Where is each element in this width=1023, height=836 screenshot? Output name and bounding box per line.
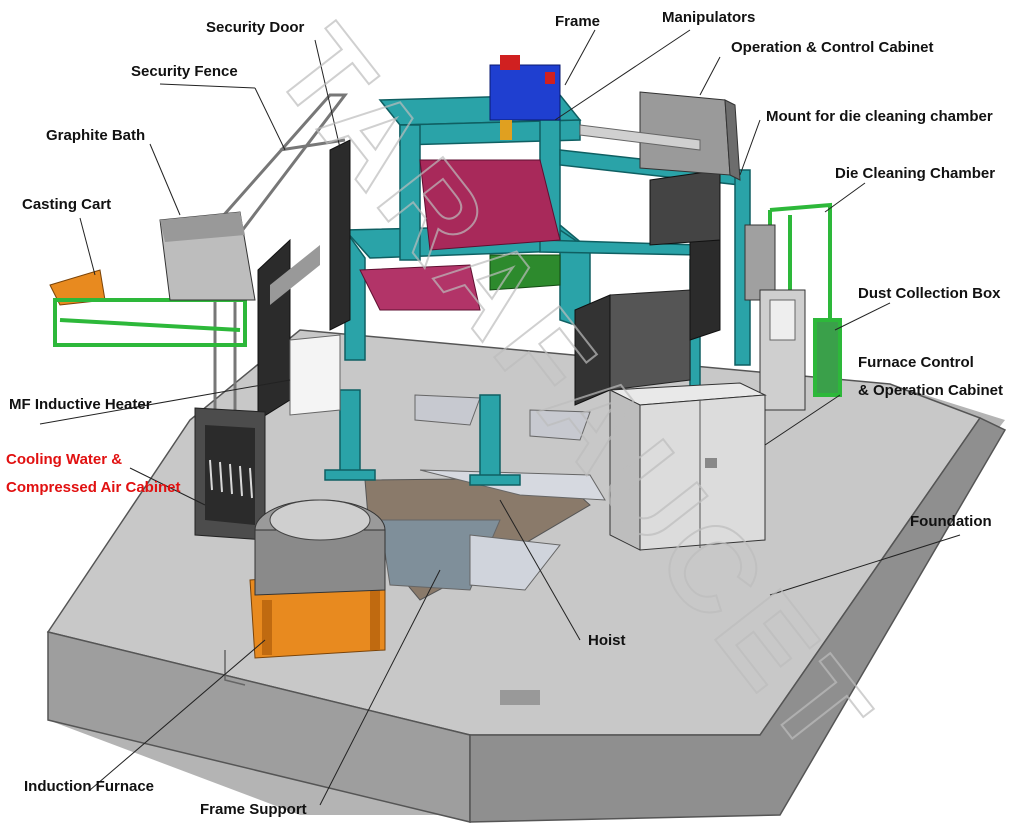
manipulators	[489, 55, 561, 140]
label-mount-die-cleaning: Mount for die cleaning chamber	[766, 108, 993, 125]
casting-cart	[49, 269, 247, 347]
label-graphite-bath: Graphite Bath	[46, 127, 146, 144]
label-induction-furnace: Induction Furnace	[24, 778, 155, 795]
label-furnace-control-line2: & Operation Cabinet	[858, 382, 1004, 399]
furnace-control-cabinet	[608, 382, 767, 551]
security-fence-right	[574, 169, 721, 406]
label-furnace-control-line1: Furnace Control	[858, 354, 974, 371]
label-mf-inductive-heater: MF Inductive Heater	[9, 396, 152, 413]
die-chamber-mount	[579, 124, 701, 151]
label-operation-control-cabinet: Operation & Control Cabinet	[731, 39, 934, 56]
security-door-panels	[257, 139, 351, 421]
graphite-bath	[159, 211, 256, 301]
label-manipulators: Manipulators	[662, 9, 756, 26]
label-cooling-water-line1: Cooling Water &	[6, 451, 123, 468]
label-frame-support: Frame Support	[200, 801, 307, 818]
label-casting-cart: Casting Cart	[22, 196, 112, 213]
dust-collection-box	[759, 289, 806, 411]
label-dust-collection-box: Dust Collection Box	[858, 285, 1001, 302]
induction-furnace	[249, 499, 386, 659]
label-cooling-water-line2: Compressed Air Cabinet	[6, 479, 181, 496]
label-frame: Frame	[555, 13, 601, 30]
cooling-water-cabinet	[194, 407, 266, 541]
label-security-fence: Security Fence	[131, 63, 238, 80]
label-die-cleaning-chamber: Die Cleaning Chamber	[835, 165, 996, 182]
label-security-door: Security Door	[206, 19, 305, 36]
operation-control-cabinet	[639, 91, 741, 181]
label-hoist: Hoist	[588, 632, 626, 649]
die-mechanism	[359, 159, 561, 311]
label-foundation: Foundation	[910, 513, 992, 530]
pit-floor	[364, 394, 606, 601]
leader-lines	[39, 29, 961, 806]
die-cleaning-box	[744, 224, 776, 301]
mf-inductive-heater	[289, 334, 341, 416]
